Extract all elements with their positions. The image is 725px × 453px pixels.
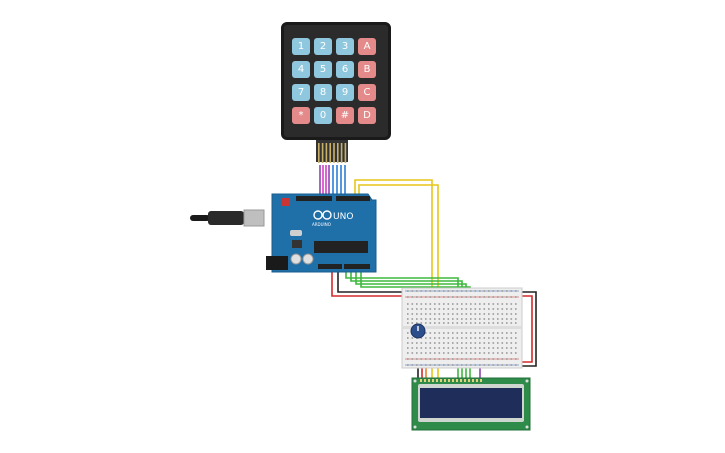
potentiometer[interactable]: [410, 323, 426, 339]
keypad-key[interactable]: D: [358, 107, 376, 124]
arduino-model-label: UNO: [333, 212, 353, 222]
wire-black-gnd[interactable]: [337, 272, 404, 293]
keypad-connector: [316, 140, 348, 163]
keypad-key[interactable]: 2: [314, 38, 332, 55]
keypad-key[interactable]: 0: [314, 107, 332, 124]
keypad-key[interactable]: 3: [336, 38, 354, 55]
arduino-logo: UNO ARDUINO: [312, 210, 353, 227]
keypad-key[interactable]: #: [336, 107, 354, 124]
keypad-key[interactable]: 9: [336, 84, 354, 101]
keypad-key[interactable]: B: [358, 61, 376, 78]
keypad-key[interactable]: 4: [292, 61, 310, 78]
keypad-key[interactable]: *: [292, 107, 310, 124]
usb-cable[interactable]: [190, 209, 265, 227]
wire-red-5v[interactable]: [331, 272, 404, 297]
keypad-key[interactable]: 5: [314, 61, 332, 78]
wire-red-rail[interactable]: [522, 295, 533, 363]
lcd-display[interactable]: [411, 377, 531, 431]
reset-button[interactable]: [282, 198, 290, 206]
atmega-chip: [314, 241, 368, 253]
wire-black-rail[interactable]: [522, 291, 537, 367]
keypad-key[interactable]: 8: [314, 84, 332, 101]
breadboard[interactable]: [401, 287, 523, 369]
wire-yellow-1[interactable]: [354, 179, 433, 378]
keypad-key[interactable]: 6: [336, 61, 354, 78]
arduino-brand-label: ARDUINO: [312, 222, 331, 227]
keypad-key[interactable]: 1: [292, 38, 310, 55]
keypad-key[interactable]: C: [358, 84, 376, 101]
keypad-key[interactable]: 7: [292, 84, 310, 101]
lcd-screen: [420, 388, 522, 418]
power-jack[interactable]: [266, 256, 288, 270]
arduino-uno[interactable]: UNO ARDUINO: [190, 193, 377, 273]
keypad-key[interactable]: A: [358, 38, 376, 55]
